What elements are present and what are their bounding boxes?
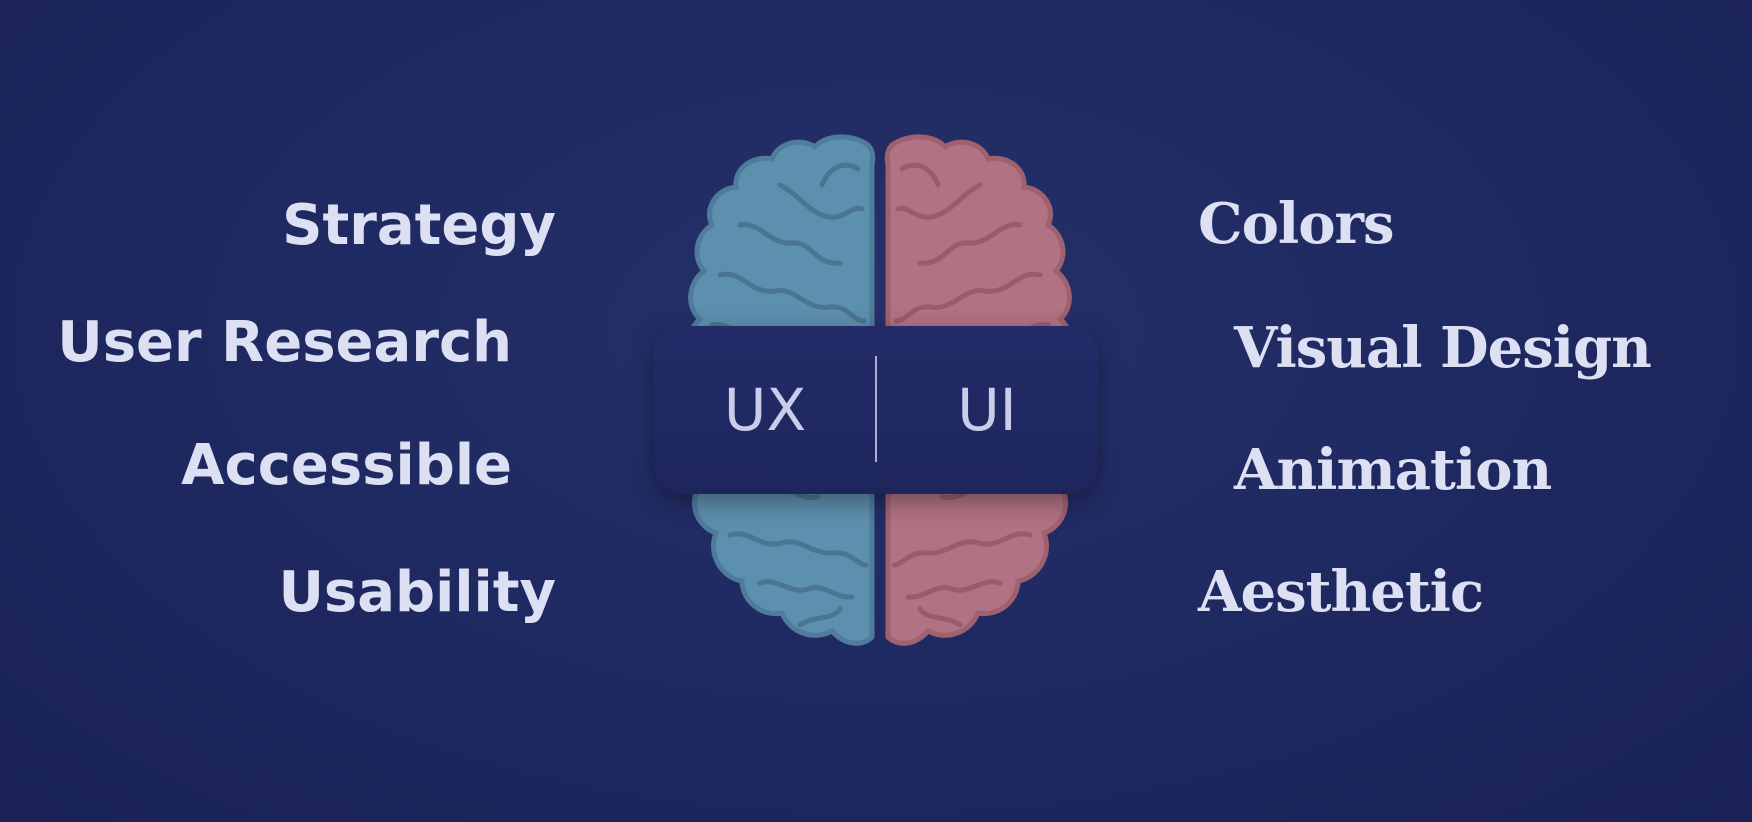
ux-term-accessible: Accessible — [181, 433, 512, 498]
ui-term-visual-design: Visual Design — [1234, 315, 1652, 381]
ux-term-usability: Usability — [278, 560, 556, 625]
ui-label: UI — [957, 376, 1017, 444]
ui-term-colors: Colors — [1198, 191, 1395, 257]
ux-ui-badge: UX UI — [654, 326, 1098, 494]
ui-term-aesthetic: Aesthetic — [1198, 559, 1484, 625]
ux-term-user-research: User Research — [57, 310, 512, 375]
ux-term-strategy: Strategy — [282, 193, 556, 258]
badge-divider — [875, 356, 877, 462]
ui-term-animation: Animation — [1234, 437, 1552, 503]
ux-label: UX — [723, 376, 807, 444]
